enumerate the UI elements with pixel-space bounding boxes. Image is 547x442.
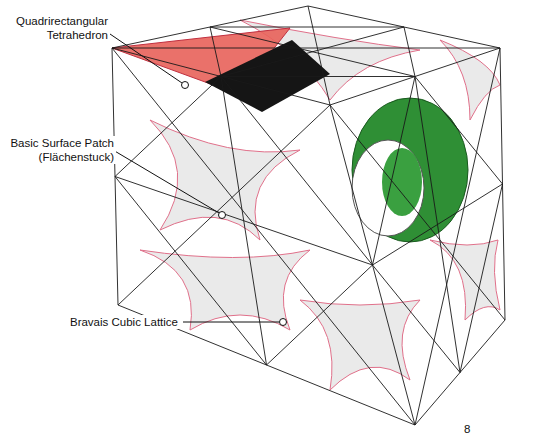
lattice-lines	[112, 6, 505, 425]
page-number: 8	[462, 422, 472, 436]
part-label: Quadrirectangular Tetrahedron	[2, 14, 110, 42]
tube-opening	[352, 140, 424, 236]
leader-lines	[110, 34, 287, 326]
part-label: Bravais Cubic Lattice	[68, 315, 180, 329]
tube-inner	[382, 148, 422, 216]
part-label: Basic Surface Patch (Flächenstuck)	[2, 136, 116, 164]
